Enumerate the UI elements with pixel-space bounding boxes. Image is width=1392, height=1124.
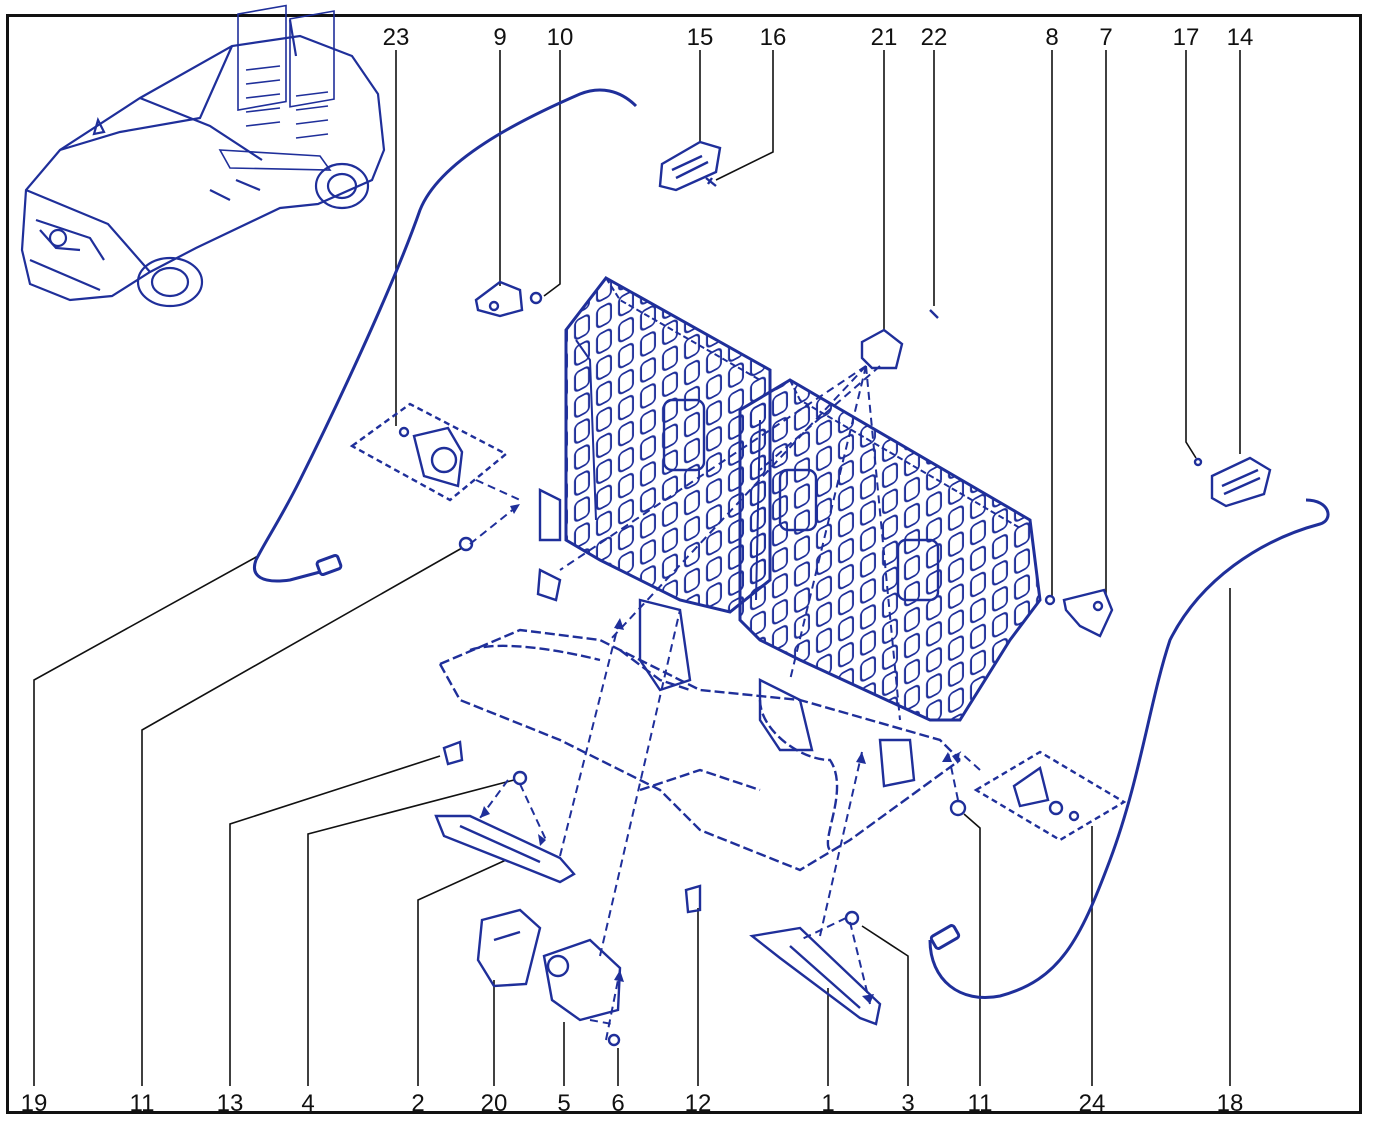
part-9-bracket xyxy=(474,280,524,318)
callout-label-10: 10 xyxy=(546,24,574,51)
callout-label-4: 4 xyxy=(301,1090,315,1117)
release-cables xyxy=(253,88,1330,999)
callout-label-7: 7 xyxy=(1099,24,1113,51)
part-6-bolt xyxy=(607,1033,621,1047)
callout-label-12: 12 xyxy=(684,1090,712,1117)
part-14-release-handle xyxy=(1210,456,1272,508)
callout-label-16: 16 xyxy=(759,24,787,51)
callout-label-6: 6 xyxy=(611,1090,625,1117)
callout-label-22: 22 xyxy=(920,24,948,51)
part-3-nut xyxy=(844,910,860,926)
callout-label-5: 5 xyxy=(557,1090,571,1117)
part-4-nut xyxy=(512,770,528,786)
callout-label-15: 15 xyxy=(686,24,714,51)
part-22-screw xyxy=(929,309,939,319)
part-12-clip xyxy=(684,884,702,914)
vehicle-overview xyxy=(20,4,386,308)
leader-lines xyxy=(33,50,1241,1086)
callout-label-18: 18 xyxy=(1216,1090,1244,1117)
part-11-nut-right xyxy=(949,799,967,817)
part-15-release-handle xyxy=(658,140,722,192)
callout-label-23: 23 xyxy=(382,24,410,51)
part-1-trim xyxy=(749,926,882,1026)
part-17-screw xyxy=(1193,457,1203,467)
callout-label-9: 9 xyxy=(493,24,507,51)
callout-label-11-left: 11 xyxy=(129,1090,155,1117)
callout-label-3: 3 xyxy=(901,1090,915,1117)
part-16-screw xyxy=(705,177,717,187)
part-24-cover-group xyxy=(973,750,1127,842)
callout-label-13: 13 xyxy=(216,1090,244,1117)
callout-label-2: 2 xyxy=(411,1090,425,1117)
part-7-bracket xyxy=(1062,588,1114,638)
part-8-bolt xyxy=(1044,594,1056,606)
part-2-trim xyxy=(434,814,576,884)
rear-seat-base-frame xyxy=(438,628,961,872)
part-21-release-handle xyxy=(860,328,904,370)
part-13-clip xyxy=(442,740,464,766)
rear-seat-back-frame xyxy=(564,276,1042,722)
seat-hinge-brackets xyxy=(536,488,916,788)
callout-label-24: 24 xyxy=(1078,1090,1106,1117)
callout-label-14: 14 xyxy=(1226,24,1254,51)
callout-label-17: 17 xyxy=(1172,24,1200,51)
part-20-bracket xyxy=(476,908,542,988)
part-11-nut-left xyxy=(458,536,474,552)
part-10-bolt xyxy=(529,291,543,305)
part-5-cover xyxy=(542,938,622,1022)
callout-label-11-right: 11 xyxy=(967,1090,993,1117)
callout-label-1: 1 xyxy=(821,1090,835,1117)
part-23-cover-group xyxy=(349,402,509,502)
guide-arrowheads xyxy=(480,504,960,1004)
callout-label-19: 19 xyxy=(20,1090,48,1117)
callout-label-20: 20 xyxy=(480,1090,508,1117)
callout-label-8: 8 xyxy=(1045,24,1059,51)
callout-label-21: 21 xyxy=(870,24,898,51)
assembly-guide-lines xyxy=(469,365,981,1041)
